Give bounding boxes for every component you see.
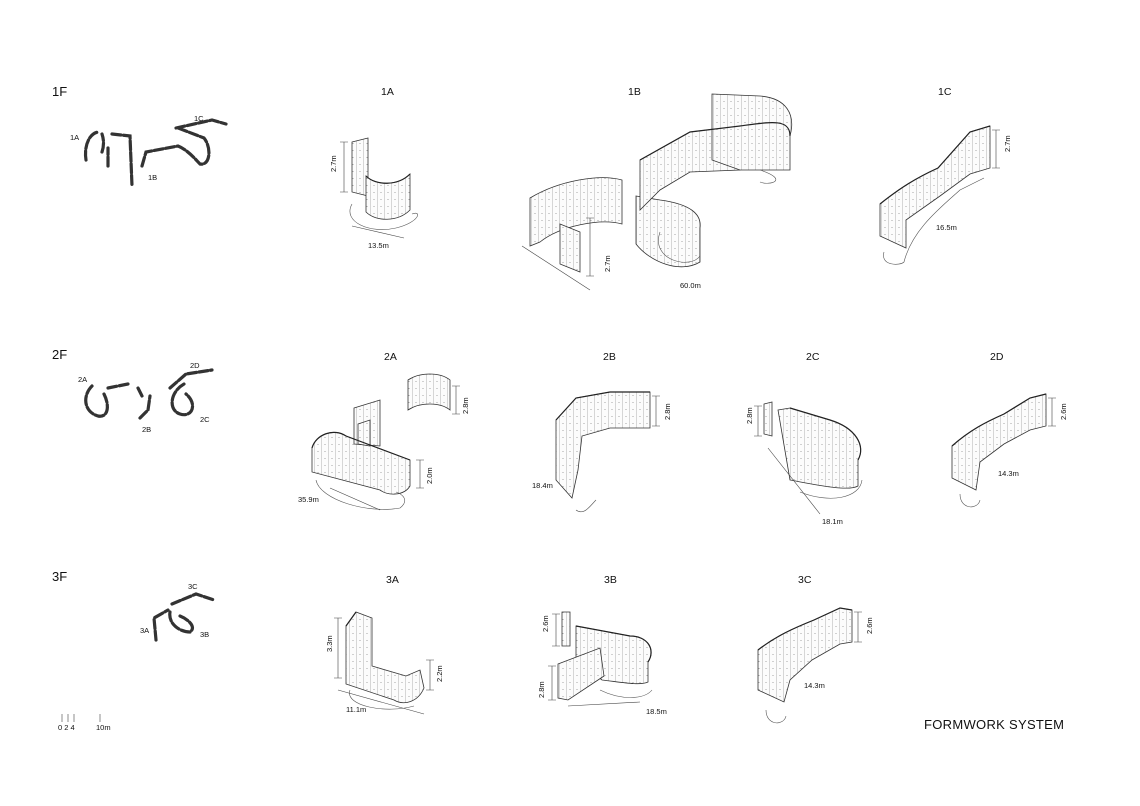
module-title-2b: 2B	[603, 351, 616, 363]
module-title-3a: 3A	[386, 574, 399, 586]
module-1a-length: 13.5m	[368, 241, 389, 250]
plan-2f-wall-2a-b	[106, 382, 144, 398]
plan-label-1a: 1A	[70, 133, 79, 142]
module-3b-height: 2.6m	[541, 615, 550, 632]
plan-label-2b: 2B	[142, 425, 151, 434]
scale-bar-ticks: 0 2 4	[58, 723, 75, 732]
module-2b-height: 2.8m	[663, 403, 672, 420]
floor-label-1f: 1F	[52, 84, 67, 99]
floor-label-3f: 3F	[52, 569, 67, 584]
module-title-1a: 1A	[381, 86, 394, 98]
module-3a-height-2: 2.2m	[435, 665, 444, 682]
module-2a-drawing	[311, 373, 460, 511]
plan-2f-wall-2a	[84, 384, 109, 418]
module-1c-height: 2.7m	[1003, 135, 1012, 152]
module-2c-drawing	[754, 401, 863, 515]
module-1c-drawing	[879, 125, 1000, 265]
plan-3f-wall-3a-3b	[152, 608, 194, 642]
module-2a-length: 35.9m	[298, 495, 319, 504]
plan-1f-wall-1a	[83, 130, 106, 162]
plan-1f-wall-1c	[174, 118, 228, 130]
module-3a-length: 11.1m	[346, 705, 366, 714]
module-2c-length: 18.1m	[822, 517, 843, 526]
module-1b-drawing	[521, 93, 793, 291]
module-1a-drawing	[340, 137, 418, 239]
scale-bar: 0 2 4 10m	[58, 714, 111, 732]
plan-3f-wall-3c	[170, 592, 216, 606]
module-title-3c: 3C	[798, 574, 812, 586]
module-1b-length: 60.0m	[680, 281, 701, 290]
module-3a-drawing	[334, 611, 434, 715]
module-2a-height: 2.8m	[461, 397, 470, 414]
module-2d-drawing	[951, 393, 1056, 508]
plan-label-1c: 1C	[194, 114, 204, 123]
plan-label-1b: 1B	[148, 173, 157, 182]
plan-1f-wall-1b-part1	[106, 132, 134, 188]
module-3c-height: 2.6m	[865, 617, 874, 634]
footer-title: FORMWORK SYSTEM	[924, 717, 1064, 732]
plan-1f-wall-1b-part2	[140, 126, 211, 168]
plan-label-3b: 3B	[200, 630, 209, 639]
module-2b-length: 18.4m	[532, 481, 553, 490]
plan-label-2d: 2D	[190, 361, 200, 370]
module-2d-length: 14.3m	[998, 469, 1019, 478]
plan-label-3c: 3C	[188, 582, 198, 591]
module-title-2a: 2A	[384, 351, 397, 363]
scale-bar-end: 10m	[96, 723, 111, 732]
module-3b-length: 18.5m	[646, 707, 667, 716]
module-title-2c: 2C	[806, 351, 820, 363]
plan-label-3a: 3A	[140, 626, 149, 635]
plan-label-2c: 2C	[200, 415, 210, 424]
module-3b-height-2: 2.8m	[537, 681, 546, 698]
module-title-1b: 1B	[628, 86, 641, 98]
module-2c-height: 2.8m	[745, 407, 754, 424]
plan-1f: 1A 1B 1C	[70, 114, 228, 188]
module-1b-height: 2.7m	[603, 255, 612, 272]
plan-2f: 2A 2B 2C 2D	[78, 361, 214, 434]
module-title-2d: 2D	[990, 351, 1004, 363]
module-title-3b: 3B	[604, 574, 617, 586]
module-3a-height: 3.3m	[325, 635, 334, 652]
plan-2f-wall-2c-2d	[168, 368, 214, 417]
module-1c-length: 16.5m	[936, 223, 957, 232]
plan-label-2a: 2A	[78, 375, 87, 384]
module-3c-length: 14.3m	[804, 681, 825, 690]
module-2a-height-2: 2.0m	[425, 467, 434, 484]
plan-2f-wall-2b	[138, 394, 152, 420]
module-3b-drawing	[548, 611, 653, 707]
plan-3f: 3A 3B 3C	[140, 582, 216, 642]
floor-label-2f: 2F	[52, 347, 67, 362]
module-1a-height: 2.7m	[329, 155, 338, 172]
module-2d-height: 2.6m	[1059, 403, 1068, 420]
module-2b-drawing	[555, 391, 660, 513]
module-title-1c: 1C	[938, 86, 952, 98]
module-3c-drawing	[757, 607, 862, 724]
